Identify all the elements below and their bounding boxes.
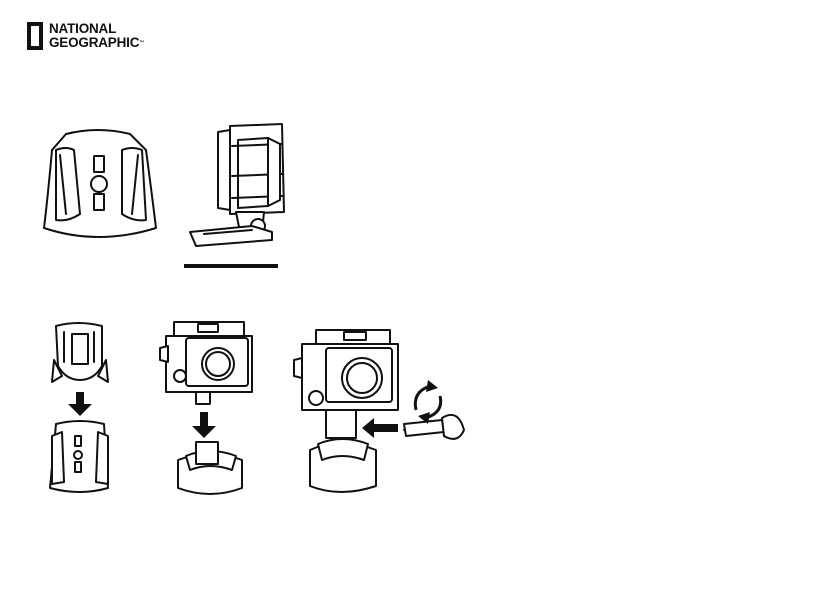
housing-with-thumbscrew [294,330,464,492]
buckle-to-flat-mount [50,323,108,492]
down-arrow-icon [68,392,92,416]
rotate-arrows-icon [415,380,440,424]
flat-mount-top-view [44,130,156,237]
housing-to-buckle [160,322,252,494]
down-arrow-icon-2 [192,412,216,438]
left-arrow-icon [362,418,398,438]
housing-side-view [184,124,284,268]
